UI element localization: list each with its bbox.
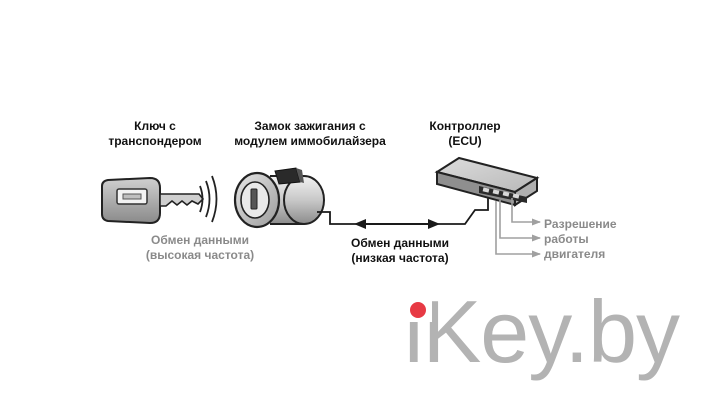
lf-connection-line: [317, 196, 489, 225]
key-label: Ключ с транспондером: [100, 119, 210, 149]
lock-label-line-1: Замок зажигания с: [254, 119, 366, 133]
engine-enable-arrows: [495, 198, 541, 258]
key-label-line-1: Ключ с: [134, 119, 176, 133]
hf-label-line-1: Обмен данными: [150, 233, 249, 247]
ignition-lock-icon: [233, 167, 325, 229]
hf-exchange-label: Обмен данными (высокая частота): [130, 233, 270, 263]
hf-label-line-2: (высокая частота): [145, 248, 255, 262]
lf-label-line-2: (низкая частота): [351, 251, 449, 265]
ignition-lock-label: Замок зажигания с модулем иммобилайзера: [225, 119, 395, 149]
key-label-line-2: транспондером: [108, 134, 202, 148]
lf-exchange-label: Обмен данными (низкая частота): [335, 236, 465, 266]
watermark-red-dot: [410, 302, 426, 318]
lock-label-line-2: модулем иммобилайзера: [234, 134, 386, 148]
engine-label-line-2: работы: [544, 232, 589, 246]
ecu-controller-icon: [434, 156, 540, 207]
watermark-letter-i: i: [404, 288, 432, 376]
ecu-label: Контроллер (ECU): [405, 119, 525, 149]
transponder-key-icon: [101, 176, 205, 225]
signal-waves-icon: [199, 175, 218, 223]
watermark-text: Key.by: [422, 282, 680, 381]
engine-label-line-3: двигателя: [544, 247, 606, 261]
lf-label-line-1: Обмен данными: [350, 236, 449, 250]
engine-enable-label: Разрешение работы двигателя: [544, 217, 654, 262]
lf-exchange-arrow: [354, 219, 440, 229]
ecu-label-line-1: Контроллер: [429, 119, 501, 133]
engine-label-line-1: Разрешение: [544, 217, 617, 231]
ecu-label-line-2: (ECU): [448, 134, 482, 148]
